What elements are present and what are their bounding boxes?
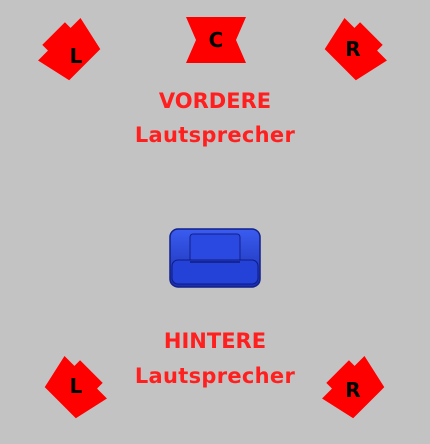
front-speakers-subtitle: Lautsprecher [134,123,296,147]
rear-right-label: R [345,378,360,402]
rear-speakers-title: HINTERE [163,329,267,353]
front-left-speaker-icon [38,18,101,81]
armchair-icon [169,228,261,288]
front-center-speaker-icon [186,17,246,63]
front-right-label: R [345,37,360,61]
front-center-label: C [209,28,224,52]
rear-left-label: L [70,374,83,398]
front-left-label: L [70,44,83,68]
rear-speakers-subtitle: Lautsprecher [134,364,296,388]
front-speakers-title: VORDERE [158,89,272,113]
